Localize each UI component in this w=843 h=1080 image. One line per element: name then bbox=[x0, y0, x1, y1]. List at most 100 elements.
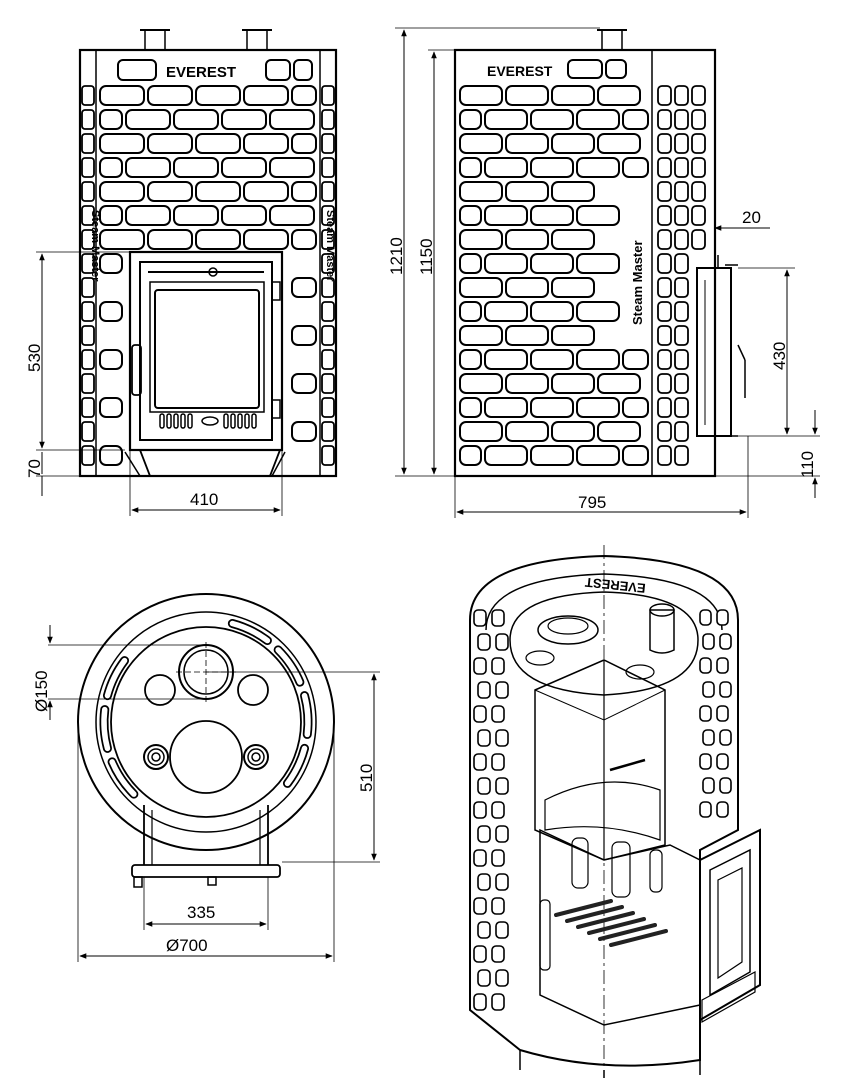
shell-slot bbox=[477, 921, 491, 939]
mesh-cell bbox=[321, 421, 335, 442]
side-brick-pattern bbox=[459, 85, 706, 466]
mesh-cell bbox=[269, 205, 315, 226]
shell-slot bbox=[491, 609, 505, 627]
mesh-cell bbox=[125, 109, 171, 130]
shell-slot bbox=[473, 753, 487, 771]
mesh-cell bbox=[657, 181, 672, 202]
mesh-cell bbox=[691, 205, 706, 226]
inner-ring bbox=[95, 611, 317, 833]
door-glass bbox=[154, 289, 260, 409]
mesh-cell bbox=[530, 109, 574, 130]
mesh-cell bbox=[674, 421, 689, 442]
top-view: Ø150 510 335 Ø700 bbox=[32, 593, 380, 962]
mesh-cell bbox=[243, 229, 289, 250]
mesh-cell bbox=[221, 157, 267, 178]
mesh-cell bbox=[484, 157, 528, 178]
shell-slot bbox=[473, 705, 487, 723]
mesh-cell bbox=[551, 85, 595, 106]
shell-slot bbox=[491, 705, 505, 723]
shell-slot bbox=[477, 681, 491, 699]
mesh-cell bbox=[321, 229, 335, 250]
mesh-cell bbox=[459, 157, 482, 178]
shell-slot bbox=[477, 873, 491, 891]
firebox bbox=[539, 828, 701, 1026]
vent-knob bbox=[201, 416, 219, 426]
shell-slot bbox=[495, 729, 509, 747]
mesh-cell bbox=[321, 277, 335, 298]
mesh-cell bbox=[505, 373, 549, 394]
mesh-cell bbox=[691, 109, 706, 130]
ring-slot-inner bbox=[109, 759, 137, 797]
ring-slot-inner bbox=[301, 692, 311, 738]
mesh-cell bbox=[459, 277, 503, 298]
mesh-cell bbox=[195, 181, 241, 202]
mesh-cell bbox=[484, 445, 528, 466]
door-hinge-bottom bbox=[271, 399, 281, 419]
ring-slot-inner bbox=[229, 620, 271, 644]
ring-slot-inner bbox=[104, 657, 128, 699]
tube-left bbox=[143, 744, 169, 770]
mesh-cell bbox=[657, 205, 672, 226]
vent-slot bbox=[187, 413, 193, 429]
dim-base-width: 335 bbox=[187, 903, 215, 922]
mesh-cell bbox=[173, 109, 219, 130]
mesh-cell bbox=[597, 85, 641, 106]
shell-slot bbox=[699, 609, 712, 626]
mesh-cell bbox=[674, 445, 689, 466]
central-hearth bbox=[169, 720, 243, 794]
chimney-pipe-left bbox=[144, 29, 166, 51]
vent-slot bbox=[237, 413, 243, 429]
vent-slot bbox=[173, 413, 179, 429]
mesh-cell bbox=[321, 85, 335, 106]
mesh-cell bbox=[81, 85, 95, 106]
mesh-cell bbox=[530, 253, 574, 274]
mesh-cell bbox=[99, 397, 123, 418]
body-circle bbox=[110, 626, 302, 818]
mesh-cell bbox=[530, 157, 574, 178]
mesh-cell bbox=[195, 133, 241, 154]
mesh-cell bbox=[657, 253, 672, 274]
fire-panel-2 bbox=[611, 841, 631, 898]
mesh-cell bbox=[505, 133, 549, 154]
side-vertical-text: Steam Master bbox=[630, 240, 645, 325]
mesh-cell bbox=[505, 277, 549, 298]
shell-slot bbox=[716, 801, 729, 818]
shell-slot bbox=[473, 801, 487, 819]
mesh-cell bbox=[674, 229, 689, 250]
mesh-cell bbox=[530, 445, 574, 466]
mesh-cell bbox=[291, 421, 317, 442]
mesh-cell bbox=[657, 157, 672, 178]
mesh-cell bbox=[459, 205, 482, 226]
mesh-cell bbox=[551, 373, 595, 394]
mesh-cell bbox=[459, 109, 482, 130]
shell-slot bbox=[495, 777, 509, 795]
mesh-cell bbox=[657, 229, 672, 250]
grate-bar bbox=[587, 917, 646, 935]
mesh-cell bbox=[530, 397, 574, 418]
mesh-cell bbox=[81, 277, 95, 298]
mesh-cell bbox=[551, 325, 595, 346]
mesh-cell bbox=[147, 181, 193, 202]
shell-slot bbox=[473, 945, 487, 963]
shell-slot bbox=[495, 681, 509, 699]
mesh-cell bbox=[657, 109, 672, 130]
dim-flue-offset: 510 bbox=[357, 764, 376, 792]
shell-slot bbox=[491, 945, 505, 963]
mesh-cell bbox=[99, 157, 123, 178]
mesh-cell bbox=[195, 85, 241, 106]
mesh-cell bbox=[674, 373, 689, 394]
shell-slot bbox=[473, 609, 487, 627]
mesh-cell bbox=[484, 205, 528, 226]
vent-slot bbox=[251, 413, 257, 429]
mesh-cell bbox=[81, 397, 95, 418]
air-vents bbox=[159, 413, 257, 429]
shell-slot bbox=[702, 633, 715, 650]
shell-slot bbox=[716, 657, 729, 674]
mesh-cell bbox=[81, 325, 95, 346]
mesh-cell bbox=[505, 181, 549, 202]
shell-slot bbox=[719, 729, 732, 746]
mesh-cell bbox=[321, 349, 335, 370]
mesh-cell bbox=[674, 349, 689, 370]
mesh-cell bbox=[576, 157, 620, 178]
